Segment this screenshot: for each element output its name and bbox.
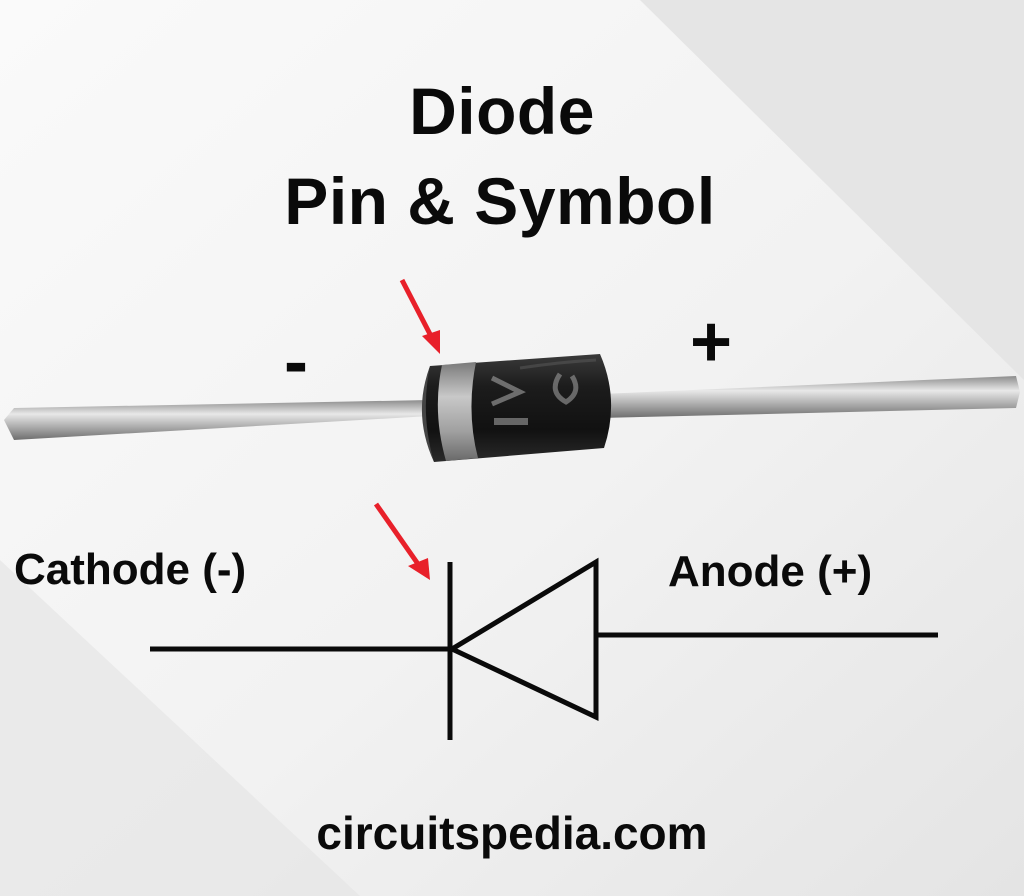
cathode-lead [4, 400, 430, 440]
page-subtitle: Pin & Symbol [284, 164, 716, 238]
diode-symbol-icon [150, 557, 938, 740]
arrow-icon [399, 278, 440, 354]
anode-triangle [446, 557, 599, 721]
cathode-sign: - [284, 322, 308, 402]
anode-label: Anode (+) [668, 547, 873, 596]
anode-sign: + [690, 302, 733, 382]
website-footer: circuitspedia.com [316, 807, 708, 859]
arrow-icon [373, 502, 430, 580]
cathode-label: Cathode (-) [14, 545, 247, 594]
cathode-band [437, 362, 478, 461]
anode-lead [600, 376, 1020, 418]
diode-body [421, 354, 612, 462]
page-title: Diode [409, 74, 595, 148]
